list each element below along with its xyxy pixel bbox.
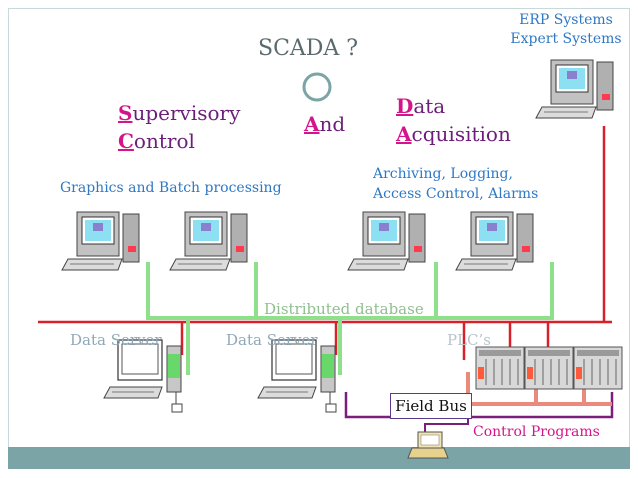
data-initial: D	[396, 94, 414, 118]
graphics-computer-2-icon	[169, 211, 248, 271]
plc-rack-3-icon	[573, 346, 623, 390]
plc-rack-1-icon	[475, 346, 525, 390]
data-rest: ata	[413, 94, 446, 118]
supervisory-control-heading: Supervisory Control	[118, 99, 240, 155]
plc-rack-2-icon	[524, 346, 574, 390]
footer-bar	[8, 447, 630, 469]
graphics-computer-1-icon	[61, 211, 140, 271]
supervisory-initial: S	[118, 101, 133, 125]
supervisory-rest: upervisory	[132, 101, 241, 125]
and-word: And	[304, 110, 345, 138]
acquisition-initial: A	[396, 122, 412, 146]
data-acquisition-heading: Data Acquisition	[396, 92, 511, 148]
acquisition-rest: cquisition	[411, 122, 511, 146]
slide-border-top	[8, 8, 630, 9]
erp-computer-icon	[535, 59, 614, 119]
erp-line-1: ERP Systems	[519, 12, 613, 28]
plcs-label: PLC’s	[447, 331, 491, 349]
erp-systems-label: ERP Systems Expert Systems	[508, 11, 624, 49]
control-word: Control	[118, 127, 240, 155]
data-server-2-label: Data Server	[226, 331, 318, 349]
laptop-icon	[407, 431, 449, 459]
archiving-line-1: Archiving, Logging,	[373, 166, 513, 182]
erp-line-2: Expert Systems	[510, 31, 622, 47]
data-server-1-label: Data Server	[70, 331, 162, 349]
slide-border-left	[8, 8, 9, 448]
and-rest: nd	[319, 112, 346, 136]
distributed-database-label: Distributed database	[264, 300, 424, 318]
slide-title: SCADA ?	[258, 36, 359, 61]
field-bus-label: Field Bus	[390, 393, 472, 419]
control-programs-label: Control Programs	[473, 424, 600, 440]
data-word: Data	[396, 92, 511, 120]
acquisition-word: Acquisition	[396, 120, 511, 148]
archiving-line-2: Access Control, Alarms	[373, 186, 539, 202]
control-initial: C	[118, 129, 134, 153]
supervisory-word: Supervisory	[118, 99, 240, 127]
graphics-batch-label: Graphics and Batch processing	[60, 180, 282, 196]
circle-connector-icon	[302, 72, 332, 102]
slide-border-right	[629, 8, 630, 448]
archiving-label: Archiving, Logging, Access Control, Alar…	[373, 164, 538, 204]
archiving-computer-1-icon	[347, 211, 426, 271]
and-initial: A	[304, 112, 320, 136]
archiving-computer-2-icon	[455, 211, 534, 271]
control-rest: ontrol	[133, 129, 195, 153]
